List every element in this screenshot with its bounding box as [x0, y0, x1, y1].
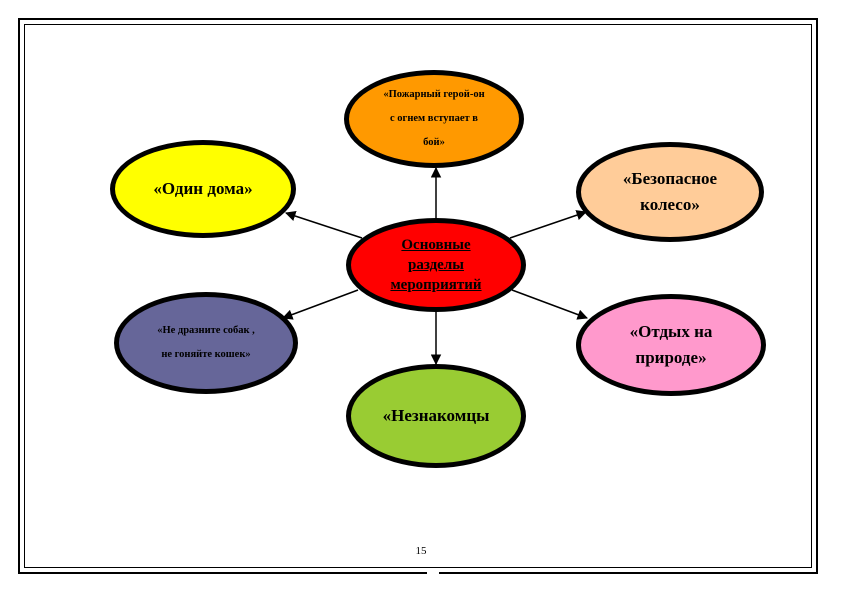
center-node-main-sections: Основные разделы мероприятий	[346, 218, 526, 312]
arrow-to-dogs	[282, 289, 359, 320]
page-border-outer	[18, 18, 818, 574]
node-safe-wheel: «Безопасное колесо»	[576, 142, 764, 242]
arrow-to-wheel	[509, 210, 587, 239]
page-number-tick	[427, 572, 439, 574]
node-strangers: «Незнакомцы	[346, 364, 526, 468]
node-nature-rest: «Отдых на природе»	[576, 294, 766, 396]
page-number: 15	[415, 545, 427, 557]
arrow-to-home	[285, 210, 363, 239]
page-border-inner	[24, 24, 812, 568]
node-fire-hero: «Пожарный герой-он с огнем вступает в бо…	[344, 70, 524, 168]
arrow-to-nature	[511, 289, 588, 320]
node-home-alone: «Один дома»	[110, 140, 296, 238]
node-dogs-cats: «Не дразните собак , не гоняйте кошек»	[114, 292, 298, 394]
